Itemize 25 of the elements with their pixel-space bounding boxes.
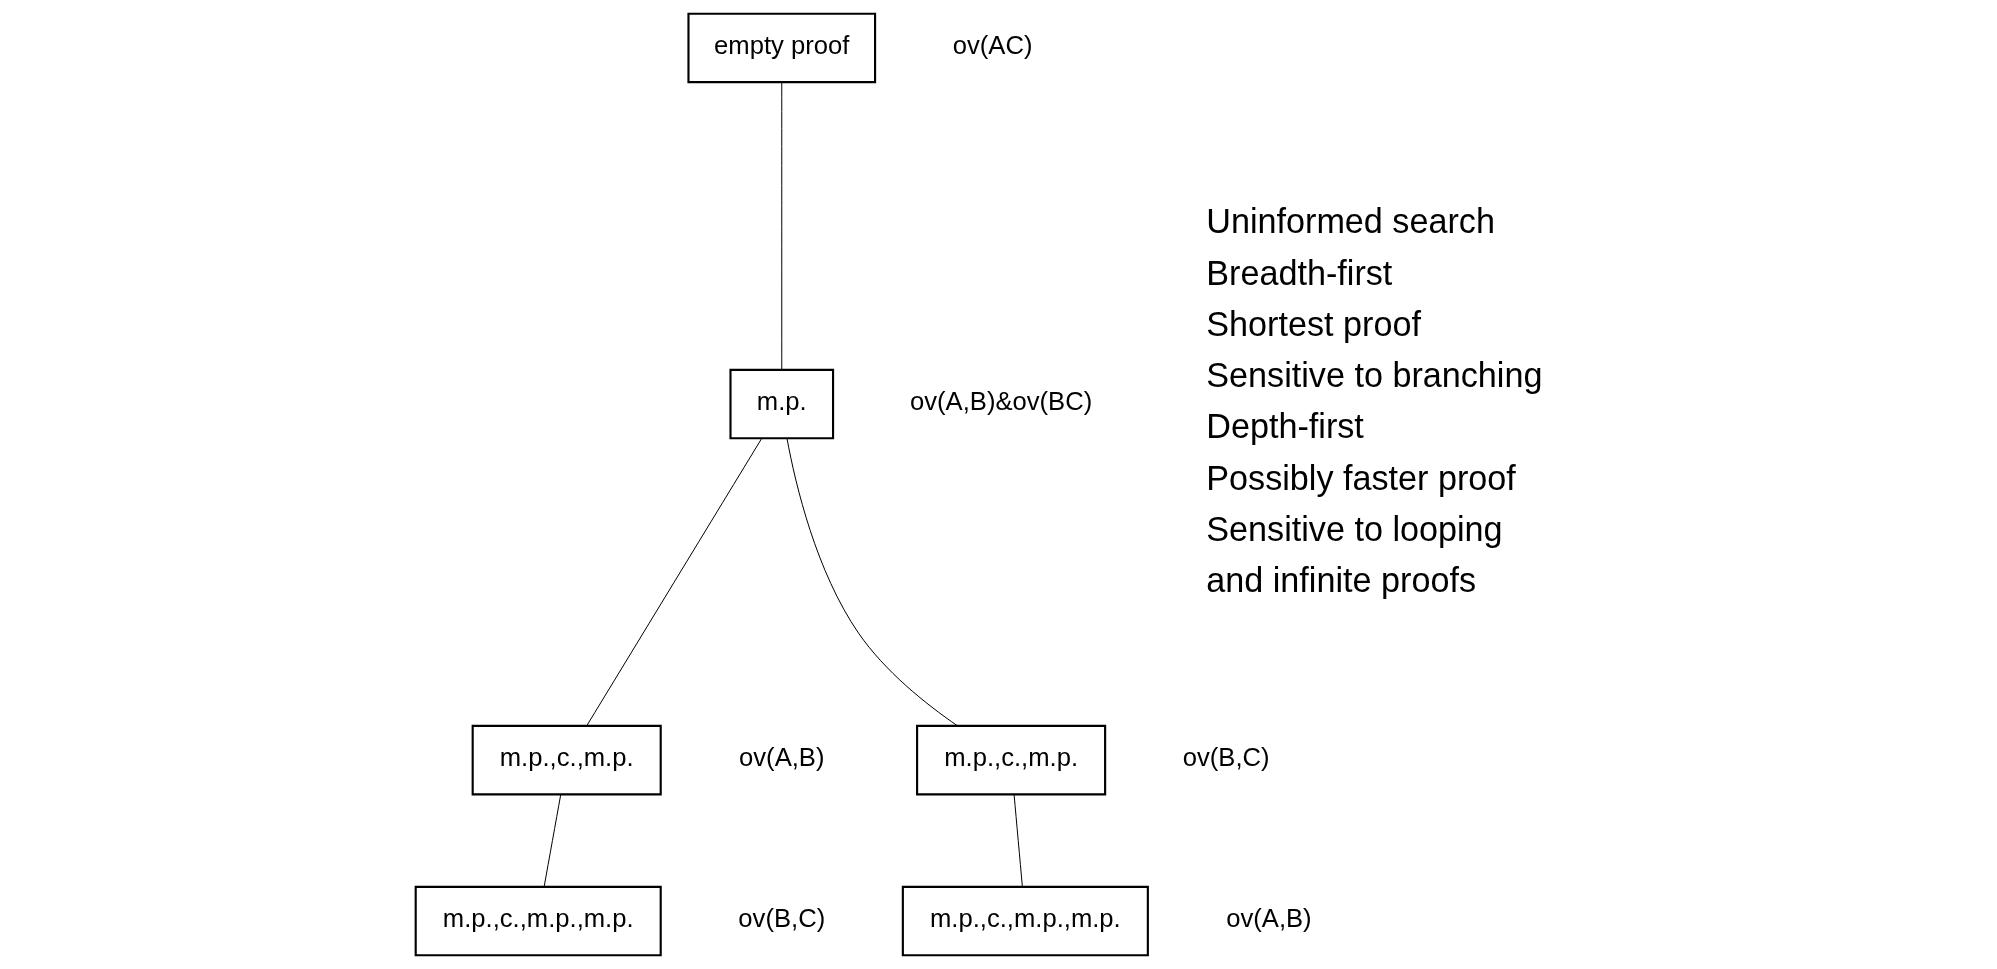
label: and infinite proofs xyxy=(1205,561,1476,600)
connector xyxy=(786,438,958,727)
connector xyxy=(1013,794,1023,888)
node-label: ov(B,C) xyxy=(1182,743,1270,772)
node-label: ov(A,B) xyxy=(738,743,824,772)
node-box: m.p.,c.,m.p. xyxy=(915,724,1106,796)
node-label: ov(AC) xyxy=(952,31,1032,60)
node-label: ov(A,B)&ov(BC) xyxy=(909,387,1092,416)
label: Sensitive to looping xyxy=(1205,510,1503,549)
node-box: m.p. xyxy=(728,368,834,440)
node-box: m.p.,c.,m.p.,m.p. xyxy=(901,885,1149,957)
label: Possibly faster proof xyxy=(1205,458,1516,497)
connector xyxy=(780,82,782,371)
label: Shortest proof xyxy=(1205,304,1421,343)
connector xyxy=(543,794,561,888)
node-box: m.p.,c.,m.p.,m.p. xyxy=(414,885,662,957)
label: Uninformed search xyxy=(1205,202,1495,241)
node-box: m.p.,c.,m.p. xyxy=(471,724,662,796)
node-label: ov(A,B) xyxy=(1225,904,1312,933)
connector xyxy=(585,438,762,727)
label: Depth-first xyxy=(1205,407,1364,446)
label: Breadth-first xyxy=(1205,253,1392,292)
node-box: empty proof xyxy=(686,12,876,84)
label: Sensitive to branching xyxy=(1205,356,1542,395)
node-label: ov(B,C) xyxy=(737,904,825,933)
